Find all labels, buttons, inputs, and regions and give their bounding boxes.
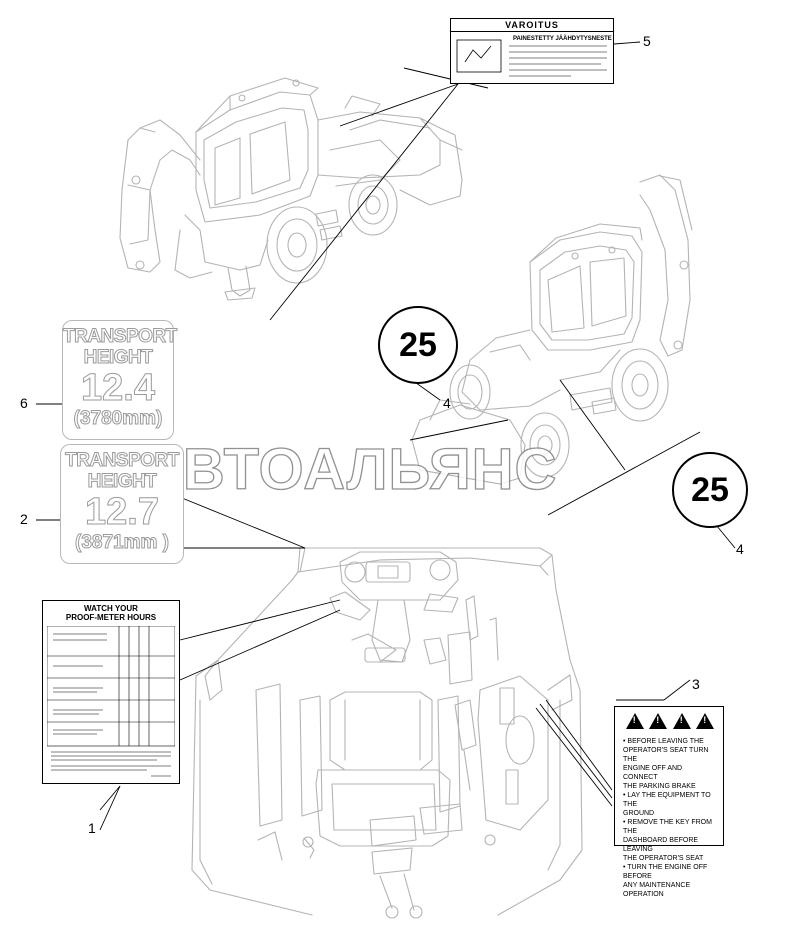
cab-interior-view [191,547,583,919]
transport-decal-2-line2: HEIGHT [87,471,157,492]
speed-limit-decal-4a: 25 [378,306,458,384]
transport-decal-2-value: 12.7 [85,491,160,533]
transport-height-decal-6: TRANSPORT HEIGHT 12.4 (3780mm) [62,320,178,440]
proof-meter-decal-1: WATCH YOUR PROOF-METER HOURS [42,600,180,784]
warning-line: • BEFORE LEAVING THE [623,738,704,745]
warning-decal-5-subheader: PAINESTETTY JÄÄHDYTYSNESTE [513,36,612,42]
warning-triangle-icon [696,713,715,729]
transport-height-decal-2: TRANSPORT HEIGHT 12.7 (3871mm ) [60,444,184,564]
callout-4a: 4 [443,395,451,411]
warning-line: ANY MAINTENANCE OPERATION [623,882,691,898]
warning-line: OPERATOR'S SEAT TURN THE [623,747,709,763]
warning-line: ENGINE OFF AND CONNECT [623,765,683,781]
warning-triangle-icon [649,713,668,729]
callout-3: 3 [692,676,700,692]
warning-line: • TURN THE ENGINE OFF BEFORE [623,864,708,880]
warning-line: • LAY THE EQUIPMENT TO THE [623,792,711,808]
warning-triangles [623,713,717,729]
warning-line: GROUND [623,810,655,817]
proof-decal-table [47,626,175,777]
warning-decal-5: VAROITUS PAINESTETTY JÄÄHDYTYSNESTE [450,18,614,84]
transport-decal-6-line2: HEIGHT [83,347,153,368]
callout-6: 6 [20,395,28,411]
transport-decal-6-value: 12.4 [81,367,156,409]
callout-1: 1 [88,820,96,836]
warning-line: THE PARKING BRAKE [623,783,696,790]
warning-decal-5-graphic [456,39,607,77]
transport-decal-2-metric: (3871mm ) [75,532,170,553]
proof-decal-title-2: PROOF-METER HOURS [65,613,157,622]
warning-line: • REMOVE THE KEY FROM THE [623,819,712,835]
backhoe-loader-front-view [411,174,693,485]
warning-triangle-icon [625,713,644,729]
warning-line: DASHBOARD BEFORE LEAVING [623,837,699,853]
callout-2: 2 [20,511,28,527]
transport-decal-2-line1: TRANSPORT [65,450,180,471]
transport-decal-6-line1: TRANSPORT [63,326,178,347]
warning-line: THE OPERATOR'S SEAT [623,855,704,862]
warning-triangle-icon [672,713,691,729]
warning-decal-5-header: VAROITUS [451,19,613,32]
speed-limit-decal-4b: 25 [672,452,748,528]
callout-4b: 4 [736,541,744,557]
transport-decal-6-metric: (3780mm) [73,408,163,429]
proof-decal-title-1: WATCH YOUR [84,604,138,613]
backhoe-loader-rear-view [119,77,463,301]
watermark-text: АВТОАЛЬЯНС [139,436,558,502]
warning-decal-3: • BEFORE LEAVING THE OPERATOR'S SEAT TUR… [614,706,724,898]
callout-5: 5 [643,33,651,49]
